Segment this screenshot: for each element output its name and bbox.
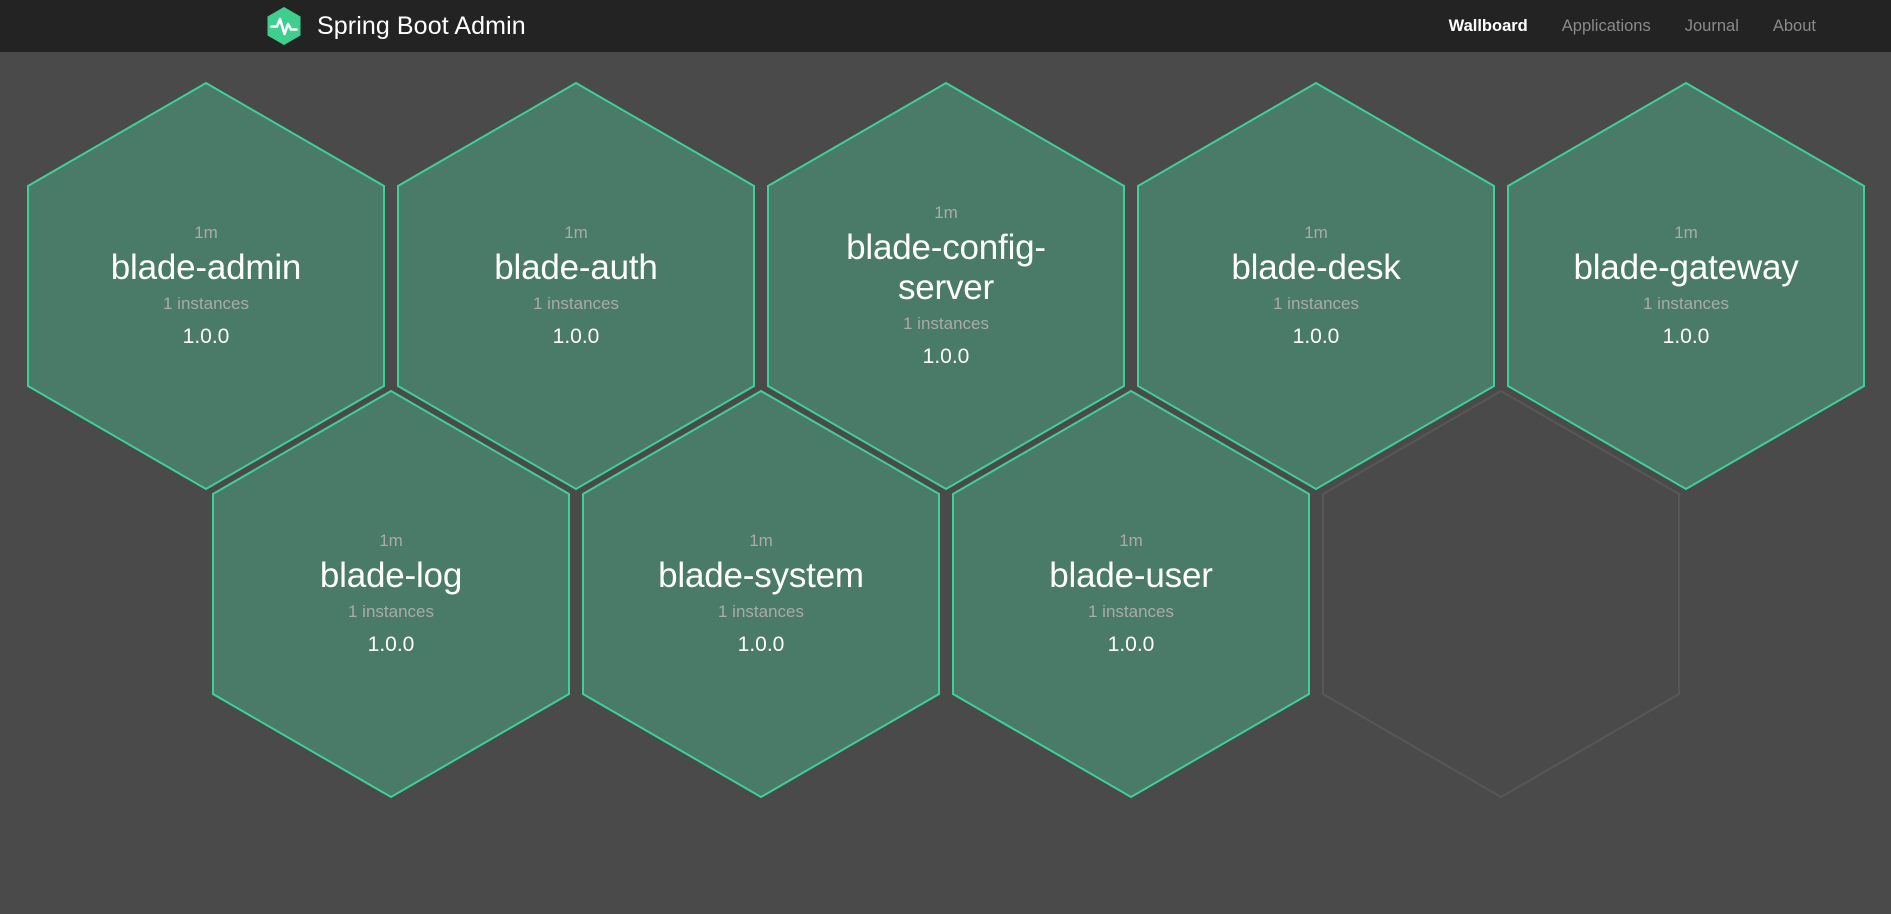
application-name: blade-log [319, 556, 463, 596]
application-hexagon[interactable]: 1m blade-user 1 instances 1.0.0 [950, 388, 1312, 800]
application-hexagon[interactable]: 1m blade-config-server 1 instances 1.0.0 [765, 80, 1127, 492]
nav-applications[interactable]: Applications [1561, 17, 1651, 35]
nav-about[interactable]: About [1772, 17, 1816, 35]
brand-title: Spring Boot Admin [317, 11, 526, 40]
application-tile[interactable]: 1m blade-gateway 1 instances 1.0.0 [1505, 80, 1867, 492]
application-tile[interactable]: 1m blade-admin 1 instances 1.0.0 [25, 80, 387, 492]
instance-count: 1 instances [1088, 601, 1174, 621]
application-hexagon[interactable]: 1m blade-admin 1 instances 1.0.0 [25, 80, 387, 492]
empty-hexagon-placeholder [1320, 388, 1682, 800]
application-hexagon[interactable]: 1m blade-system 1 instances 1.0.0 [580, 388, 942, 800]
heartbeat-hexagon-logo-icon [262, 4, 306, 48]
application-tile[interactable]: 1m blade-desk 1 instances 1.0.0 [1135, 80, 1497, 492]
application-hexagon[interactable]: 1m blade-gateway 1 instances 1.0.0 [1505, 80, 1867, 492]
version-label: 1.0.0 [1292, 324, 1340, 348]
brand-home-link[interactable]: Spring Boot Admin [262, 4, 526, 48]
uptime-label: 1m [194, 222, 218, 242]
application-name: blade-system [658, 556, 864, 596]
uptime-label: 1m [379, 530, 403, 550]
uptime-label: 1m [934, 202, 958, 222]
version-label: 1.0.0 [922, 345, 970, 369]
instance-count: 1 instances [718, 601, 804, 621]
application-tile[interactable]: 1m blade-auth 1 instances 1.0.0 [395, 80, 757, 492]
application-hexagon[interactable]: 1m blade-desk 1 instances 1.0.0 [1135, 80, 1497, 492]
instance-count: 1 instances [1643, 293, 1729, 313]
uptime-label: 1m [564, 222, 588, 242]
instance-count: 1 instances [533, 293, 619, 313]
application-hexagon[interactable]: 1m blade-auth 1 instances 1.0.0 [395, 80, 757, 492]
wallboard-view: 1m blade-admin 1 instances 1.0.0 1m blade-aut… [0, 52, 1891, 914]
application-name: blade-gateway [1573, 248, 1799, 288]
application-hexagon[interactable]: 1m blade-log 1 instances 1.0.0 [210, 388, 572, 800]
uptime-label: 1m [749, 530, 773, 550]
application-tile[interactable]: 1m blade-log 1 instances 1.0.0 [210, 388, 572, 800]
version-label: 1.0.0 [552, 324, 600, 348]
application-name: blade-config-server [846, 227, 1046, 308]
nav-wallboard[interactable]: Wallboard [1448, 17, 1528, 35]
uptime-label: 1m [1674, 222, 1698, 242]
version-label: 1.0.0 [1107, 632, 1155, 656]
application-tile[interactable]: 1m blade-config-server 1 instances 1.0.0 [765, 80, 1127, 492]
version-label: 1.0.0 [1662, 324, 1710, 348]
hexagon-grid: 1m blade-admin 1 instances 1.0.0 1m blade-aut… [0, 52, 1891, 914]
application-name: blade-desk [1231, 248, 1401, 288]
instance-count: 1 instances [163, 293, 249, 313]
instance-count: 1 instances [1273, 293, 1359, 313]
instance-count: 1 instances [348, 601, 434, 621]
uptime-label: 1m [1304, 222, 1328, 242]
version-label: 1.0.0 [367, 632, 415, 656]
application-name: blade-auth [494, 248, 658, 288]
version-label: 1.0.0 [182, 324, 230, 348]
application-tile[interactable]: 1m blade-user 1 instances 1.0.0 [950, 388, 1312, 800]
application-name: blade-admin [110, 248, 302, 288]
uptime-label: 1m [1119, 530, 1143, 550]
instance-count: 1 instances [903, 314, 989, 334]
nav-journal[interactable]: Journal [1684, 17, 1739, 35]
application-tile[interactable]: 1m blade-system 1 instances 1.0.0 [580, 388, 942, 800]
version-label: 1.0.0 [737, 632, 785, 656]
primary-nav: Wallboard Applications Journal About [1432, 0, 1833, 52]
application-name: blade-user [1049, 556, 1213, 596]
top-navbar: Spring Boot Admin Wallboard Applications… [0, 0, 1891, 52]
